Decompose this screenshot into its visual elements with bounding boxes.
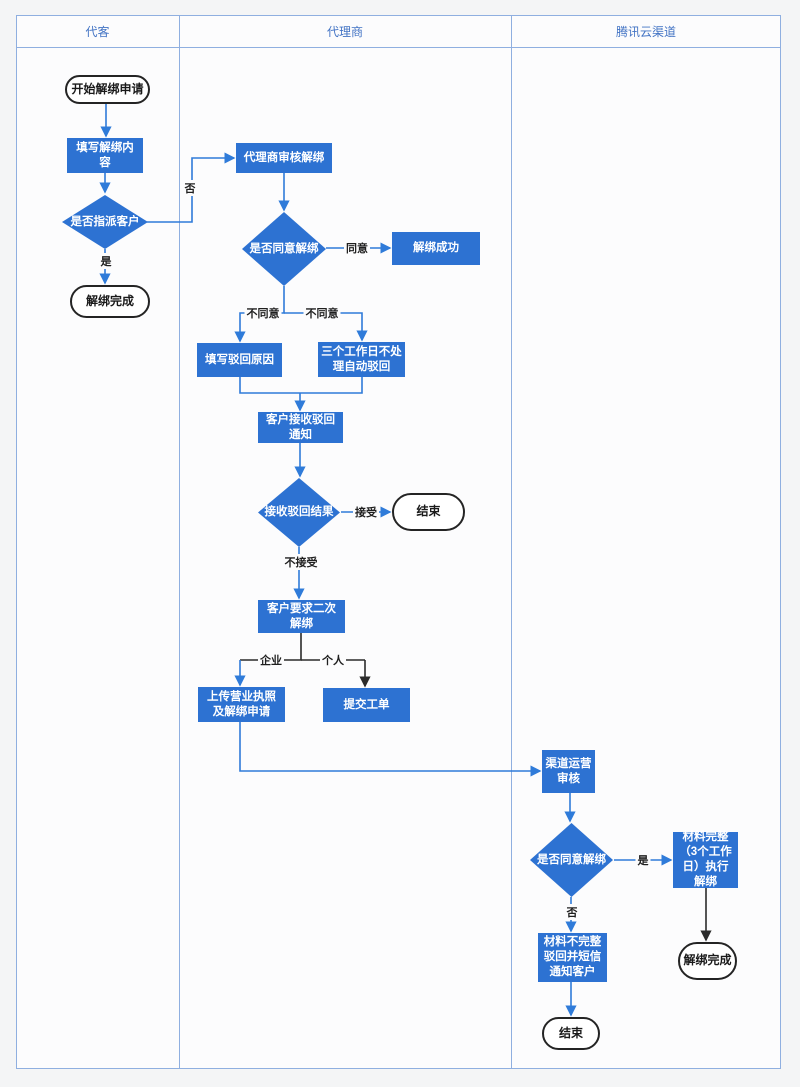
material-complete-execute: 材料完整 （3个工作 日）执行 解绑 [673, 831, 738, 888]
end-agent-lane: 结束 [392, 493, 465, 531]
flow-connector [239, 722, 542, 777]
node-label: 客户要求二次 解绑 [267, 602, 336, 630]
lane-header-client: 代客 [85, 24, 110, 39]
material-incomplete-reject: 材料不完整 驳回并短信 通知客户 [538, 933, 607, 982]
customer-receive-reject-notice: 客户接收驳回 通知 [258, 412, 343, 443]
node-label: 是否指派客户 [70, 215, 140, 228]
node-label: 解绑完成 [683, 953, 732, 968]
node-label: 结束 [416, 504, 441, 519]
edge-label: 不接受 [282, 554, 320, 570]
node-label: 材料不完整 驳回并短信 通知客户 [543, 936, 602, 978]
node-label: 客户接收驳回 通知 [266, 413, 335, 441]
channel-ops-review: 渠道运营 审核 [542, 750, 595, 793]
node-label: 是否同意解绑 [537, 853, 606, 866]
edge-label: 同意 [344, 240, 370, 256]
edge-label: 是 [98, 253, 114, 269]
start-unbind-request: 开始解绑申请 [65, 75, 150, 104]
node-label: 结束 [558, 1025, 583, 1040]
node-label: 填写驳回原因 [205, 353, 274, 366]
node-label: 接收驳回结果 [264, 506, 334, 519]
lane-header-tencent-cloud-channel: 腾讯云渠道 [615, 24, 676, 39]
fill-reject-reason: 填写驳回原因 [197, 343, 282, 377]
lane-header-agent: 代理商 [326, 24, 363, 39]
node-label: 代理商审核解绑 [243, 151, 325, 164]
customer-second-unbind: 客户要求二次 解绑 [258, 600, 345, 633]
edge-label: 不同意 [303, 305, 341, 321]
submit-ticket: 提交工单 [323, 688, 410, 722]
edge-label: 接受 [353, 504, 379, 520]
end-channel-lane: 结束 [542, 1017, 600, 1050]
decision-assign-customer: 是否指派客户 [62, 195, 148, 249]
node-label: 材料完整 （3个工作 日）执行 解绑 [679, 831, 732, 888]
node-label: 解绑成功 [413, 242, 459, 255]
flow-connector [239, 377, 300, 394]
node-label: 渠道运营 审核 [545, 757, 592, 785]
node-label: 提交工单 [343, 698, 390, 711]
lane-divider [511, 15, 512, 1069]
unbind-complete-channel: 解绑完成 [678, 942, 737, 980]
edge-label: 企业 [258, 652, 284, 668]
edge-label: 否 [564, 904, 580, 920]
upload-license-and-request: 上传营业执照 及解绑申请 [198, 687, 285, 722]
node-label: 解绑完成 [85, 293, 134, 308]
unbind-complete-client: 解绑完成 [70, 285, 150, 318]
lane-divider [179, 15, 180, 1069]
node-label: 是否同意解绑 [249, 242, 319, 255]
node-label: 上传营业执照 及解绑申请 [207, 690, 276, 718]
node-label: 填写解绑内 容 [76, 141, 134, 169]
edge-label: 个人 [320, 652, 346, 668]
header-underline [16, 47, 781, 48]
node-label: 三个工作日不处 理自动驳回 [321, 345, 402, 373]
agent-review-unbind: 代理商审核解绑 [236, 143, 332, 173]
edge-label: 是 [635, 852, 651, 868]
edge-label: 不同意 [244, 305, 282, 321]
edge-label: 否 [182, 180, 198, 196]
swimlane-frame [16, 15, 781, 1069]
unbind-success: 解绑成功 [392, 232, 480, 265]
flow-connector [300, 377, 363, 394]
decision-agree-unbind-channel: 是否同意解绑 [530, 823, 613, 897]
node-label: 开始解绑申请 [71, 81, 144, 96]
decision-receive-reject-result: 接收驳回结果 [258, 478, 340, 547]
fill-unbind-content: 填写解绑内 容 [67, 138, 143, 173]
decision-agree-unbind: 是否同意解绑 [242, 212, 326, 286]
auto-reject-3-workdays: 三个工作日不处 理自动驳回 [318, 342, 405, 377]
